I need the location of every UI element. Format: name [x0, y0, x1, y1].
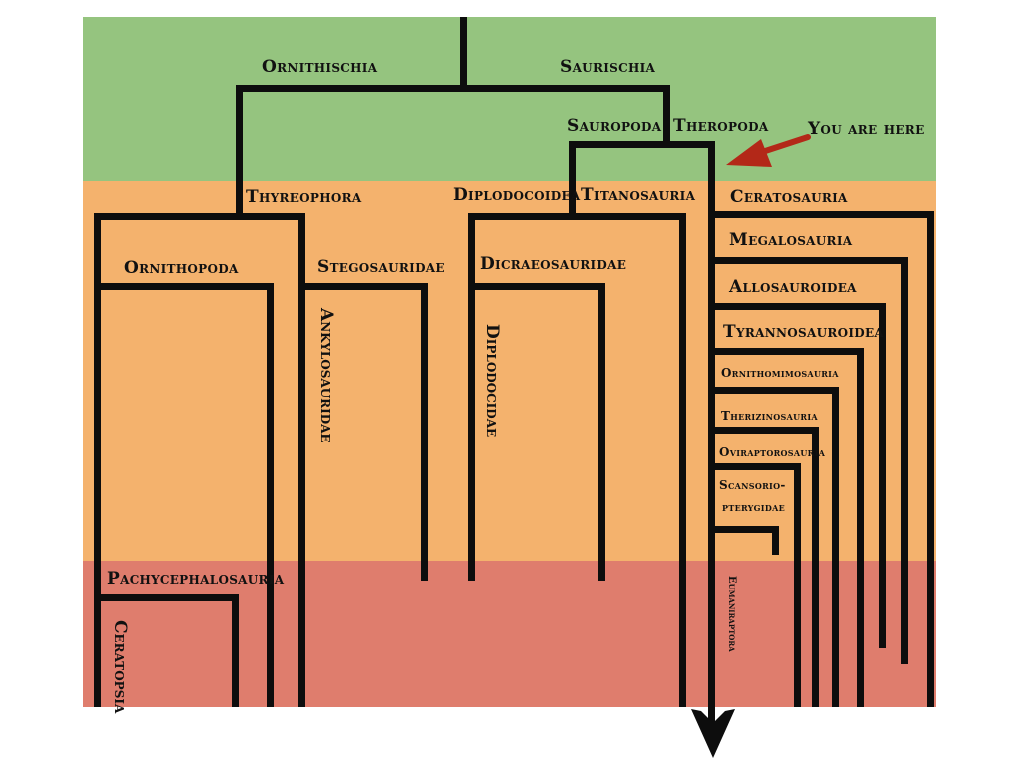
label-theropoda: Theropoda	[673, 116, 769, 136]
rung-ceratosauria	[708, 211, 934, 218]
rung-oviraptorosauria	[708, 463, 801, 470]
end-therizinosauria	[812, 427, 819, 707]
label-ceratosauria: Ceratosauria	[730, 187, 848, 207]
label-you-are-here: You are here	[808, 119, 925, 139]
end-ceratosauria	[927, 211, 934, 707]
label-ornithopoda: Ornithopoda	[124, 258, 239, 278]
label-stegosauridae: Stegosauridae	[317, 257, 445, 277]
branch-sauropoda-stem	[569, 141, 576, 217]
end-tyrannosauroidea	[857, 348, 864, 707]
middle-band	[83, 181, 936, 561]
branch-thyreophora-stem	[298, 213, 305, 707]
rung-megalosauria	[708, 257, 908, 264]
branch-saurischia-stem	[663, 85, 670, 145]
label-ceratopsia: Ceratopsia	[110, 620, 130, 714]
label-titanosauria: Titanosauria	[581, 185, 696, 205]
rung-scansoriopterygidae	[708, 526, 779, 533]
branch-ornithopoda-end	[267, 283, 274, 707]
branch-root	[460, 17, 467, 89]
branch-pachycephalosauria-bar	[94, 594, 239, 601]
label-ornithomimosauria: Ornithomimosauria	[721, 366, 839, 380]
label-tyrannosauroidea: Tyrannosauroidea	[723, 322, 885, 342]
branch-dicraeosauridae-bar	[468, 283, 605, 290]
branch-ornithischia-stem	[236, 85, 243, 217]
label-oviraptorosauria: Oviraptorosauria	[719, 445, 826, 459]
label-megalosauria: Megalosauria	[729, 230, 853, 250]
label-ornithischia: Ornithischia	[262, 57, 378, 77]
branch-stegosauridae-bar	[298, 283, 428, 290]
rung-ornithomimosauria	[708, 387, 839, 394]
branch-diplodocoidea-stem	[468, 213, 475, 581]
rung-therizinosauria	[708, 427, 819, 434]
rung-allosauroidea	[708, 303, 886, 310]
branch-dicraeosauridae-end	[598, 283, 605, 581]
label-therizinosauria: Therizinosauria	[721, 409, 818, 423]
label-sauropoda: Sauropoda	[567, 116, 662, 136]
bottom-band	[83, 561, 936, 707]
label-allosauroidea: Allosauroidea	[729, 277, 857, 297]
label-diplodocoidea: Diplodocoidea	[453, 185, 581, 205]
label-thyreophora: Thyreophora	[246, 187, 362, 207]
branch-sauropoda-bar	[468, 213, 686, 220]
label-dicraeosauridae: Dicraeosauridae	[480, 254, 627, 274]
branch-ornithischia-bar	[94, 213, 305, 220]
branch-pachycephalosauria-end	[232, 594, 239, 707]
end-oviraptorosauria	[794, 463, 801, 707]
top-band	[83, 17, 936, 181]
branch-stegosauridae-end	[421, 283, 428, 581]
label-saurischia: Saurischia	[560, 57, 656, 77]
branch-cerapoda-stem	[94, 213, 101, 707]
label-ankylosauridae: Ankylosauridae	[316, 308, 336, 443]
label-pachycephalosauria: Pachycephalosauria	[107, 569, 285, 589]
label-scansoriopterygidae-line1: Scansorio-	[719, 478, 786, 492]
label-diplodocidae: Diplodocidae	[482, 324, 502, 438]
branch-dinosauria-bar	[236, 85, 670, 92]
branch-ornithopoda-bar	[94, 283, 274, 290]
end-megalosauria	[901, 257, 908, 664]
label-scansoriopterygidae-line2: pterygidae	[722, 500, 785, 514]
rung-tyrannosauroidea	[708, 348, 864, 355]
label-eumaniraptora: Eumaniraptora	[726, 576, 737, 652]
end-allosauroidea	[879, 303, 886, 648]
end-ornithomimosauria	[832, 387, 839, 707]
end-scansoriopterygidae	[772, 526, 779, 555]
branch-saurischia-bar	[569, 141, 714, 148]
branch-titanosauria-end	[679, 213, 686, 707]
